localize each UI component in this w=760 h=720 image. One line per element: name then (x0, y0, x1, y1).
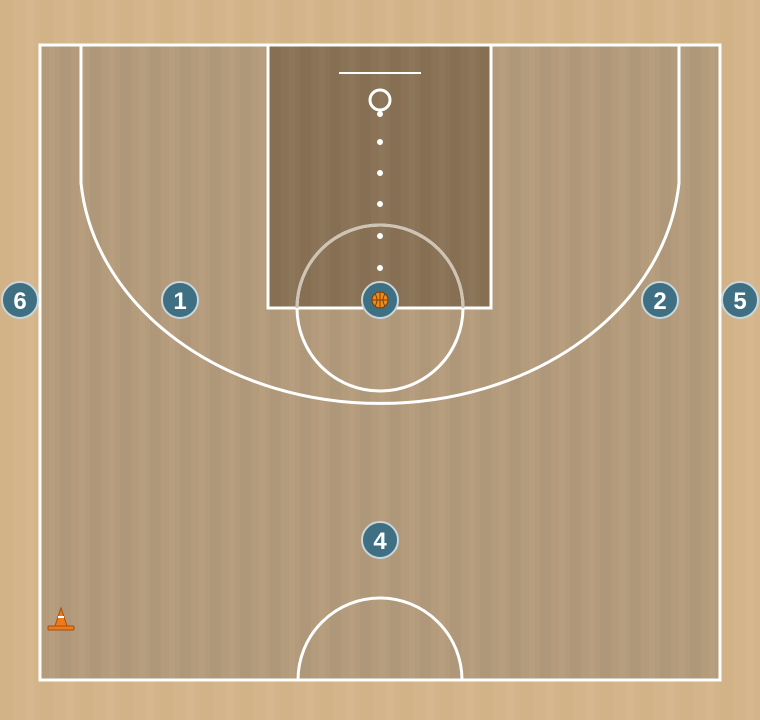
free-throw-arc-inner (295, 223, 465, 309)
three-point-line (79, 45, 681, 405)
player-2-label: 2 (653, 288, 666, 315)
player-1[interactable]: 1 (161, 281, 199, 319)
player-6-label: 6 (13, 288, 26, 315)
player-6[interactable]: 6 (1, 281, 39, 319)
player-5[interactable]: 5 (721, 281, 759, 319)
basketball-icon (371, 291, 389, 309)
player-1-label: 1 (173, 288, 186, 315)
ball-handler[interactable] (361, 281, 399, 319)
player-4-label: 4 (373, 528, 387, 555)
rim (368, 88, 392, 112)
player-4[interactable]: 4 (361, 521, 399, 559)
cone-icon[interactable] (47, 606, 75, 631)
player-2[interactable]: 2 (641, 281, 679, 319)
center-circle (296, 596, 464, 681)
dotted-path (377, 111, 383, 271)
player-5-label: 5 (733, 288, 746, 315)
